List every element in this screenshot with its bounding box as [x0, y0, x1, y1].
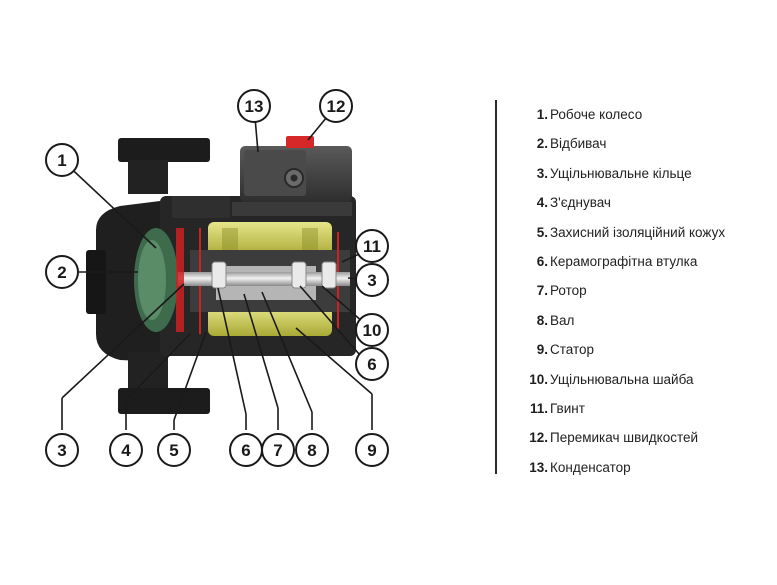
callout-5: 5	[157, 433, 191, 467]
legend-item: 5.Захисний ізоляційний кожух	[512, 222, 725, 251]
legend-item: 9.Статор	[512, 339, 725, 368]
legend-label: Ущільнювальна шайба	[550, 371, 694, 387]
callout-13: 13	[237, 89, 271, 123]
legend-item: 1.Робоче колесо	[512, 104, 725, 133]
legend-item: 8.Вал	[512, 310, 725, 339]
callout-11: 11	[355, 229, 389, 263]
svg-text:4: 4	[121, 441, 131, 460]
legend-label: З'єднувач	[550, 195, 611, 211]
impeller	[134, 228, 184, 332]
callout-9: 9	[355, 433, 389, 467]
speed-switch	[286, 136, 314, 148]
svg-text:1: 1	[57, 151, 66, 170]
rotor-shaft	[150, 261, 350, 300]
legend-label: Вал	[550, 312, 575, 328]
legend-label: Ротор	[550, 283, 587, 299]
svg-text:12: 12	[327, 97, 346, 116]
stator	[208, 222, 332, 336]
callout-1: 1	[45, 143, 79, 177]
svg-text:7: 7	[273, 441, 282, 460]
svg-text:9: 9	[367, 441, 376, 460]
svg-text:11: 11	[363, 237, 381, 256]
svg-text:3: 3	[57, 441, 66, 460]
legend-label: Ущільнювальне кільце	[550, 165, 692, 181]
svg-text:2: 2	[57, 263, 66, 282]
legend-label: Робоче колесо	[550, 107, 643, 122]
callout-4: 4	[109, 433, 143, 467]
svg-text:6: 6	[367, 355, 376, 374]
legend-item: 13.Конденсатор	[512, 457, 725, 486]
parts-legend: 1.Робоче колесо 2.Відбивач 3.Ущільнюваль…	[512, 104, 725, 486]
svg-text:6: 6	[241, 441, 250, 460]
legend-label: Гвинт	[550, 400, 585, 416]
legend-item: 12.Перемикач швидкостей	[512, 427, 725, 456]
legend-item: 7.Ротор	[512, 280, 725, 309]
legend-item: 11.Гвинт	[512, 398, 725, 427]
legend-label: Статор	[550, 342, 595, 358]
svg-text:5: 5	[169, 441, 178, 460]
callout-6-bottom: 6	[229, 433, 263, 467]
svg-text:8: 8	[307, 441, 316, 460]
legend-label: Перемикач швидкостей	[550, 430, 699, 446]
legend-item: 10.Ущільнювальна шайба	[512, 369, 725, 398]
callout-10: 10	[355, 313, 389, 347]
callout-7: 7	[261, 433, 295, 467]
legend-item: 4.З'єднувач	[512, 192, 725, 221]
legend-label: Захисний ізоляційний кожух	[550, 224, 726, 240]
legend-item: 6.Керамографітна втулка	[512, 251, 725, 280]
svg-text:13: 13	[245, 97, 264, 116]
callout-3-right: 3	[355, 263, 389, 297]
terminal-box	[172, 136, 352, 218]
legend-label: Відбивач	[550, 136, 607, 152]
legend-label: Конденсатор	[550, 459, 631, 475]
legend-divider	[495, 100, 497, 474]
legend-item: 3.Ущільнювальне кільце	[512, 163, 725, 192]
legend-label: Керамографітна втулка	[550, 253, 698, 269]
callout-6-right: 6	[355, 347, 389, 381]
svg-text:10: 10	[363, 321, 382, 340]
legend-item: 2.Відбивач	[512, 133, 725, 162]
callout-12: 12	[319, 89, 353, 123]
svg-text:3: 3	[367, 271, 376, 290]
pump-cross-section-diagram: 1 2 3 3 4 5 6 6 7 8 9 10	[45, 89, 389, 467]
callout-8: 8	[295, 433, 329, 467]
callout-3-left: 3	[45, 433, 79, 467]
callout-2: 2	[45, 255, 79, 289]
